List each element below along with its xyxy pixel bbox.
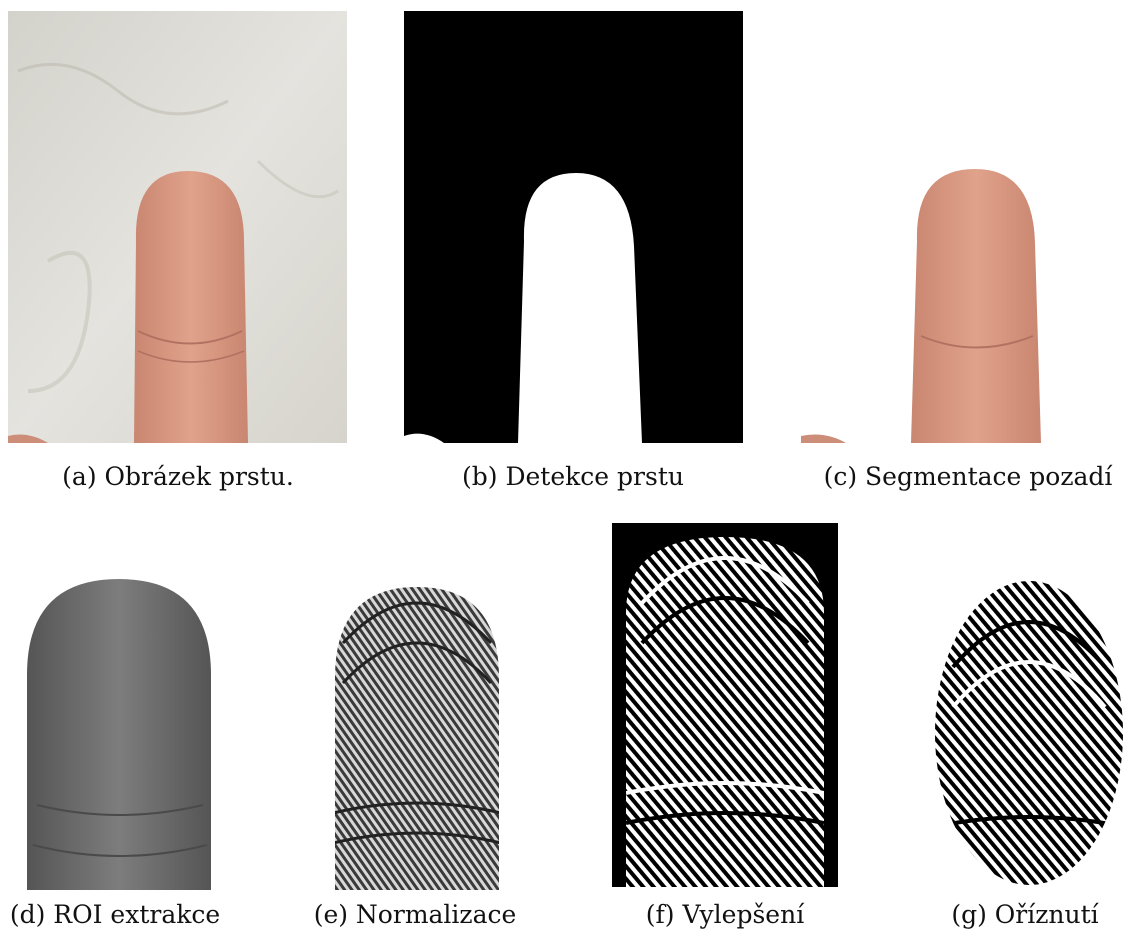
enhanced-image (612, 523, 838, 887)
caption-a: (a) Obrázek prstu. (18, 462, 338, 491)
caption-c: (c) Segmentace pozadí (808, 462, 1128, 491)
panel-g-cropped (933, 577, 1126, 889)
caption-f: (f) Vylepšení (610, 900, 840, 929)
panel-f-enhanced (612, 523, 838, 887)
finger-photo-image (8, 11, 347, 443)
caption-e: (e) Normalizace (300, 900, 530, 929)
panel-c-segmented-finger (801, 11, 1130, 443)
panel-e-normalized (333, 583, 501, 890)
segmented-finger-image (801, 11, 1130, 443)
panel-b-finger-mask (404, 11, 743, 443)
panel-d-roi (27, 575, 211, 890)
finger-mask-image (404, 11, 743, 443)
caption-b: (b) Detekce prstu (418, 462, 728, 491)
caption-g: (g) Oříznutí (920, 900, 1130, 929)
panel-a-finger-photo (8, 11, 347, 443)
caption-d: (d) ROI extrakce (0, 900, 230, 929)
roi-gray-image (27, 575, 211, 890)
normalized-image (333, 583, 501, 890)
cropped-image (933, 577, 1126, 889)
